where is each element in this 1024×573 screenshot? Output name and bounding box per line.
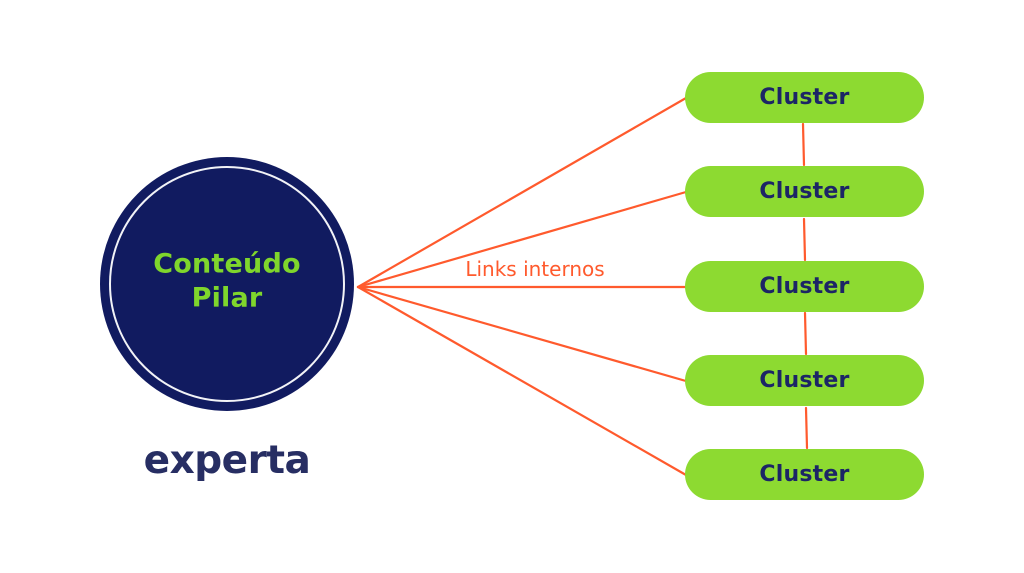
cluster-node-label: Cluster xyxy=(759,179,850,204)
cluster-node: Cluster xyxy=(685,449,924,500)
cluster-node-label: Cluster xyxy=(759,85,850,110)
cluster-node: Cluster xyxy=(685,72,924,123)
cluster-node-label: Cluster xyxy=(759,274,850,299)
links-internos-label: Links internos xyxy=(465,257,605,281)
cluster-node-label: Cluster xyxy=(759,368,850,393)
pillar-node-label: Conteúdo Pilar xyxy=(100,247,354,315)
connector-line xyxy=(356,285,688,477)
connector-line xyxy=(804,406,809,450)
pillar-label-line1: Conteúdo xyxy=(153,248,301,280)
connector-line xyxy=(802,217,807,262)
pillar-content-node: Conteúdo Pilar xyxy=(100,157,354,411)
connector-line xyxy=(803,311,808,356)
experta-logo: experta xyxy=(143,438,311,483)
cluster-node-label: Cluster xyxy=(759,462,850,487)
connector-line xyxy=(356,285,688,383)
pillar-label-line2: Pilar xyxy=(191,282,263,314)
pillar-inner-ring xyxy=(109,166,345,402)
cluster-node: Cluster xyxy=(685,355,924,406)
connector-line xyxy=(801,122,806,167)
fan-connector-lines xyxy=(356,96,688,477)
cluster-node: Cluster xyxy=(685,261,924,312)
cluster-node: Cluster xyxy=(685,166,924,217)
